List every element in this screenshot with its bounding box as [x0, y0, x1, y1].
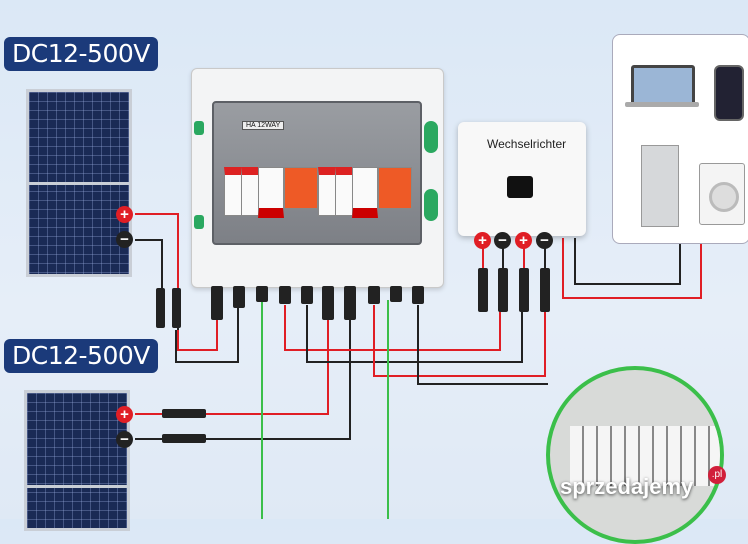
combiner-box: HA 12WAY [191, 68, 444, 288]
mc4-connector [540, 268, 550, 312]
inverter-minus-terminal: − [536, 232, 553, 249]
combiner-box-window: HA 12WAY [212, 101, 422, 245]
top-voltage-label: DC12-500V [4, 37, 158, 71]
inverter-title: Wechselrichter [487, 137, 567, 151]
inverter-plus-terminal: + [474, 232, 491, 249]
bottom-panel-minus-terminal: − [116, 431, 133, 448]
washing-machine-door [709, 182, 739, 212]
breaker [241, 167, 259, 216]
washing-machine-icon [699, 163, 745, 225]
wire-bottom-plus [135, 318, 329, 415]
cable-gland [322, 286, 334, 320]
breaker [318, 167, 336, 216]
wire-top-plus [135, 213, 218, 351]
breaker [335, 167, 353, 216]
breaker-row [570, 426, 720, 486]
inverter-minus-terminal: − [494, 232, 511, 249]
inverter-plus-terminal: + [515, 232, 532, 249]
bottom-solar-panel [24, 390, 130, 531]
bottom-panel-plus-terminal: + [116, 406, 133, 423]
mc4-connector [162, 409, 206, 418]
watermark-text: sprzedajemy [560, 474, 694, 499]
combiner-box-model-label: HA 12WAY [242, 121, 285, 130]
wire-bottom-minus [135, 318, 351, 440]
breaker [258, 167, 284, 218]
surge-protector [284, 167, 318, 209]
cable-gland [233, 286, 245, 308]
watermark-badge: .pl [708, 466, 726, 484]
mc4-connector [156, 288, 165, 328]
surge-protector [378, 167, 412, 209]
refrigerator-icon [641, 145, 679, 227]
cable-gland [301, 286, 313, 304]
watermark: sprzedajemy [560, 474, 693, 500]
cable-gland [412, 286, 424, 304]
top-panel-plus-terminal: + [116, 206, 133, 223]
bottom-voltage-label: DC12-500V [4, 339, 158, 373]
cable-gland [344, 286, 356, 320]
door-latch [424, 189, 438, 221]
breaker [352, 167, 378, 218]
laptop-icon [631, 65, 695, 105]
inverter: Wechselrichter [458, 122, 586, 236]
cable-gland [368, 286, 380, 304]
top-solar-panel [26, 89, 132, 277]
wiring-diagram [135, 213, 702, 519]
cable-gland [279, 286, 291, 304]
inverter-display [507, 176, 533, 198]
smartphone-icon [714, 65, 744, 121]
zoom-inset [546, 366, 724, 544]
mc4-connector [478, 268, 488, 312]
cable-gland [211, 286, 223, 320]
cable-gland [256, 286, 268, 302]
left-hinge [194, 215, 204, 229]
mc4-connector [162, 434, 206, 443]
breaker [224, 167, 242, 216]
mc4-connector [519, 268, 529, 312]
cable-gland [390, 286, 402, 302]
mc4-connector [172, 288, 181, 328]
appliance-loads [612, 34, 748, 244]
mc4-connector [498, 268, 508, 312]
top-panel-minus-terminal: − [116, 231, 133, 248]
door-latch [424, 121, 438, 153]
left-hinge [194, 121, 204, 135]
laptop-base [625, 102, 699, 107]
